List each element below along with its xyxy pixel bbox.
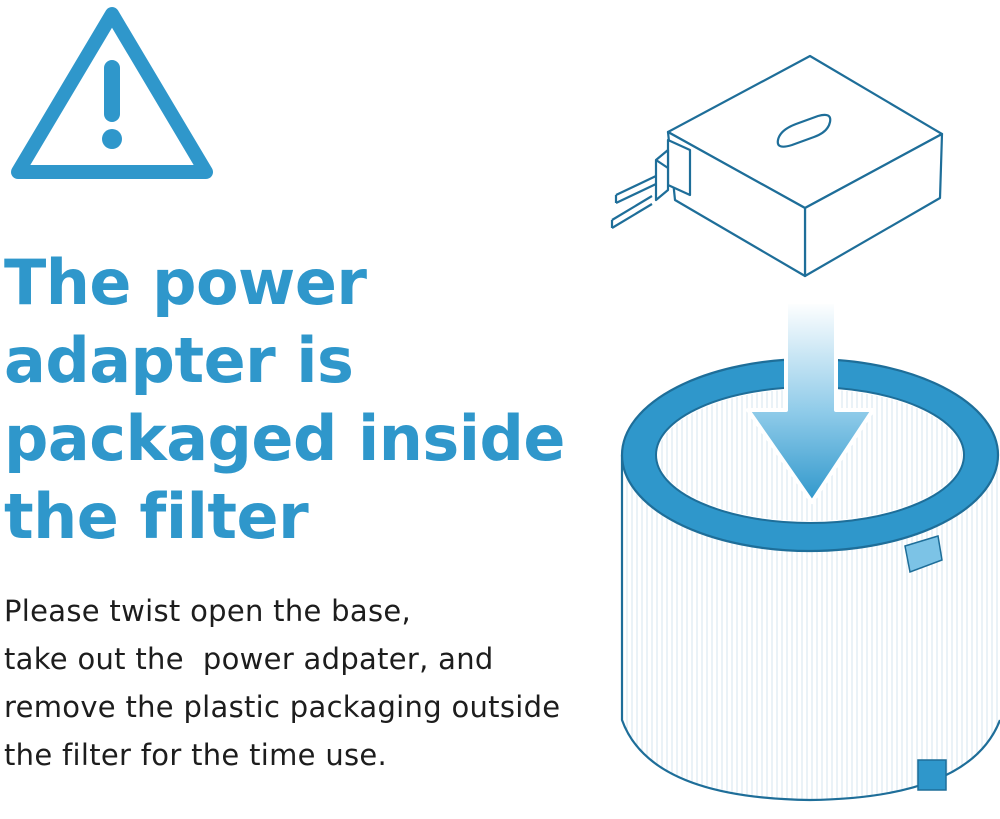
- instruction-line: Please twist open the base,: [4, 594, 412, 628]
- instruction-line: remove the plastic packaging outside: [4, 690, 561, 724]
- headline-line: adapter is: [4, 324, 354, 397]
- instructions-text: Please twist open the base, take out the…: [4, 587, 624, 779]
- instruction-line: take out the power adpater, and: [4, 642, 494, 676]
- headline-line: packaged inside: [4, 402, 565, 475]
- headline: The power adapter is packaged inside the…: [4, 244, 604, 556]
- down-arrow-icon: [746, 300, 875, 504]
- warning-triangle-icon: [11, 7, 213, 179]
- headline-line: The power: [4, 246, 367, 319]
- power-adapter-icon: [610, 54, 944, 278]
- headline-line: the filter: [4, 480, 309, 553]
- illustration: [610, 54, 1000, 802]
- instruction-line: the filter for the time use.: [4, 738, 388, 772]
